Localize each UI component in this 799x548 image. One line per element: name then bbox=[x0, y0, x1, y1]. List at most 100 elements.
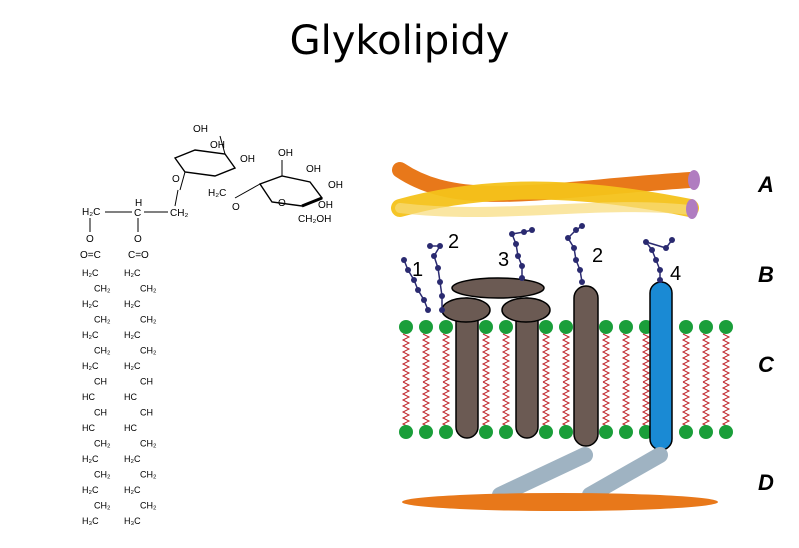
sugar-unit bbox=[439, 293, 445, 299]
protein-right bbox=[573, 285, 599, 447]
lipid-tail bbox=[681, 333, 691, 383]
label-2: 2 bbox=[448, 231, 459, 253]
lipid-tail bbox=[501, 333, 511, 383]
ring-oh-label: OH bbox=[193, 124, 208, 135]
lipid-tail bbox=[601, 381, 611, 431]
chain-right-unit: CH₂ bbox=[140, 501, 157, 511]
lipid-head bbox=[599, 425, 613, 439]
sugar-unit bbox=[565, 235, 571, 241]
sugar-unit bbox=[425, 307, 431, 313]
label-3: 3 bbox=[498, 249, 509, 271]
carbonyl-right: C=O bbox=[128, 250, 149, 261]
sugar-unit bbox=[649, 247, 655, 253]
chain-left-unit: H₂C bbox=[82, 361, 99, 371]
sugar-unit bbox=[571, 245, 577, 251]
chain-right-unit: H₂C bbox=[124, 330, 141, 340]
backbone-c: C bbox=[134, 208, 141, 219]
lipid-tail bbox=[481, 333, 491, 383]
extracellular-fibers bbox=[391, 162, 700, 219]
chain-right-unit: CH bbox=[140, 408, 153, 418]
page-title: Glykolipidy bbox=[289, 18, 510, 64]
sugar-unit bbox=[435, 265, 441, 271]
chain-right-unit: CH₂ bbox=[140, 470, 157, 480]
lipid-head bbox=[399, 425, 413, 439]
sugar-unit bbox=[573, 257, 579, 263]
chain-left-unit: H₂C bbox=[82, 485, 99, 495]
chain-left-unit: CH bbox=[94, 408, 107, 418]
sugar-unit bbox=[579, 223, 585, 229]
sugar-unit bbox=[439, 307, 445, 313]
lipid-head bbox=[419, 425, 433, 439]
yellow-fiber-2 bbox=[395, 202, 695, 217]
sugar-unit bbox=[643, 239, 649, 245]
sugar-bond bbox=[645, 241, 667, 249]
ester-o: O bbox=[134, 234, 142, 245]
lipid-tail bbox=[421, 381, 431, 431]
lipid-tail bbox=[481, 381, 491, 431]
lipid-tail bbox=[561, 381, 571, 431]
sugar-unit bbox=[519, 263, 525, 269]
chain-right-unit: H₂C bbox=[124, 268, 141, 278]
chain-right-unit: HC bbox=[124, 423, 137, 433]
ring-oh-label: OH bbox=[278, 148, 293, 159]
yellow-fiber-1 bbox=[391, 181, 699, 217]
lipid-head bbox=[439, 320, 453, 334]
lipid-tail bbox=[621, 381, 631, 431]
lipid-tail bbox=[641, 381, 651, 431]
lipid-head bbox=[439, 425, 453, 439]
lipid-tail bbox=[701, 381, 711, 431]
membrane-diagram: 1 2 3 2 4 bbox=[391, 162, 733, 511]
lipid-head bbox=[599, 320, 613, 334]
lipid-tail bbox=[401, 381, 411, 431]
lipid-tail bbox=[401, 333, 411, 383]
row-label-b: B bbox=[758, 262, 774, 287]
lipid-head bbox=[679, 425, 693, 439]
sugar-unit bbox=[405, 267, 411, 273]
sugar-unit bbox=[431, 253, 437, 259]
sugar-unit bbox=[573, 227, 579, 233]
chain-left-unit: HC bbox=[82, 423, 95, 433]
lipid-bilayer bbox=[399, 320, 733, 439]
sugar-unit bbox=[421, 297, 427, 303]
lipid-tail bbox=[441, 333, 451, 383]
lipid-head bbox=[699, 425, 713, 439]
grey-link-1 bbox=[492, 447, 593, 503]
sugar-unit bbox=[509, 231, 515, 237]
lipid-tail bbox=[421, 333, 431, 383]
row-label-c: C bbox=[758, 352, 774, 377]
chain-left-unit: H₂C bbox=[82, 268, 99, 278]
lipid-tail bbox=[541, 381, 551, 431]
sugar-unit bbox=[415, 287, 421, 293]
sugar-unit bbox=[437, 243, 443, 249]
lipid-head bbox=[719, 320, 733, 334]
backbone-ch2: CH₂ bbox=[170, 208, 188, 219]
chain-right-unit: H₂C bbox=[124, 454, 141, 464]
chain-right-unit: H₂C bbox=[124, 361, 141, 371]
backbone-h2c: H₂C bbox=[82, 207, 100, 218]
chain-left-unit: CH₂ bbox=[94, 439, 111, 449]
ch2-label: H₂C bbox=[208, 188, 226, 199]
chain-left-unit: CH₂ bbox=[94, 315, 111, 325]
row-label-a: A bbox=[758, 172, 774, 197]
label-4: 4 bbox=[670, 263, 681, 285]
sugar-unit bbox=[401, 257, 407, 263]
chain-left-unit: CH₂ bbox=[94, 284, 111, 294]
ring-o-label: O bbox=[232, 202, 240, 213]
sugar-unit bbox=[669, 237, 675, 243]
lipid-head bbox=[679, 320, 693, 334]
lipid-head bbox=[559, 320, 573, 334]
chain-right-unit: H₃C bbox=[124, 516, 141, 526]
lipid-tail bbox=[501, 381, 511, 431]
lipid-head bbox=[499, 320, 513, 334]
lipid-head bbox=[399, 320, 413, 334]
lipid-head bbox=[719, 425, 733, 439]
lipid-tail bbox=[441, 381, 451, 431]
sugar-unit bbox=[411, 277, 417, 283]
chain-right-unit: CH₂ bbox=[140, 284, 157, 294]
chain-left-unit: CH₂ bbox=[94, 470, 111, 480]
sugar-unit bbox=[579, 279, 585, 285]
label-1: 1 bbox=[412, 259, 423, 281]
lipid-tail bbox=[681, 381, 691, 431]
lipid-head bbox=[539, 320, 553, 334]
proteins bbox=[441, 277, 673, 451]
